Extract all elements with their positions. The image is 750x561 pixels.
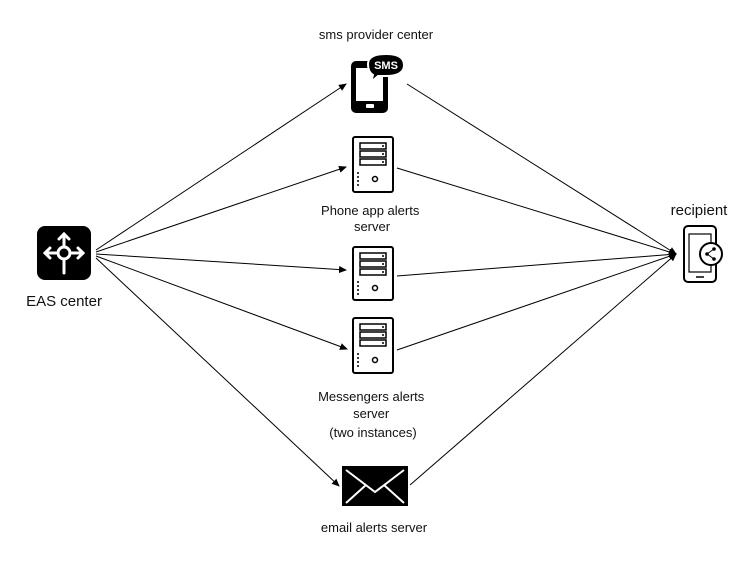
sms-phone-icon: SMS (351, 52, 406, 113)
phone-app-server-label-line-2: server (354, 219, 391, 234)
messenger-server-label-line-1: Messengers alerts (318, 389, 425, 404)
edge-eas-to-phone-app (95, 165, 347, 253)
edge-sms-to-recipient (406, 83, 677, 255)
edge-eas-to-messenger-2 (95, 255, 348, 350)
edges (95, 83, 677, 487)
email-server-label: email alerts server (321, 520, 428, 535)
server-icon (352, 246, 394, 301)
phone-share-icon (683, 225, 723, 283)
edge-messenger-2-to-recipient (396, 252, 677, 351)
phone-app-server-label: Phone app alerts server (321, 203, 423, 234)
messenger-server-label: Messengers alerts server (two instances) (318, 389, 428, 440)
edge-eas-to-messenger-1 (95, 253, 347, 274)
messenger-server-label-line-2: server (353, 406, 390, 421)
sms-provider-label: sms provider center (319, 27, 434, 42)
edge-messenger-1-to-recipient (396, 251, 677, 277)
edge-eas-to-sms (95, 83, 347, 251)
server-icon (352, 317, 394, 374)
recipient-label: recipient (671, 202, 729, 219)
messenger-server-label-line-3: (two instances) (329, 425, 416, 440)
phone-app-server-label-line-1: Phone app alerts (321, 203, 420, 218)
router-hub-icon (37, 226, 91, 280)
server-icon (352, 136, 394, 193)
edge-eas-to-email (95, 257, 340, 487)
eas-center-label: EAS center (26, 293, 102, 310)
envelope-icon (342, 466, 408, 506)
edge-phone-app-to-recipient (396, 167, 677, 256)
edge-email-to-recipient (409, 253, 677, 486)
sms-badge-text: SMS (374, 60, 398, 72)
